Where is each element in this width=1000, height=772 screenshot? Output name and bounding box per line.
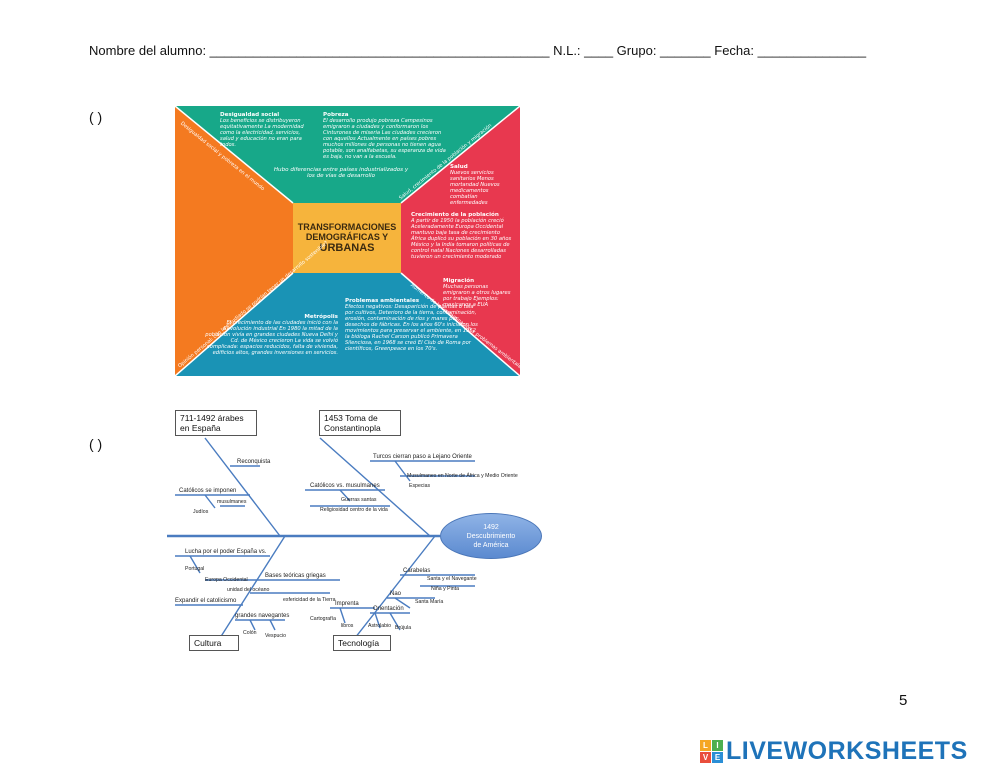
effect-head-ellipse: 1492 Descubrimiento de América	[440, 513, 542, 559]
pobreza-title: Pobreza	[323, 112, 349, 118]
label-turcos: Turcos cierran paso a Lejano Oriente	[373, 454, 472, 460]
migracion-title: Migración	[443, 278, 475, 284]
label-unidad-oceano: unidad del océano	[227, 587, 270, 593]
label-carabelas: Carabelas	[403, 568, 431, 574]
label-catolicos-vs: Católicos vs. musulmanes	[310, 483, 380, 489]
logo-tile-v: V	[700, 752, 711, 763]
logo-tile-l: L	[700, 740, 711, 751]
salud-body: Nuevos servicios sanitarios Menos mortan…	[450, 170, 500, 206]
fishbone-lines	[167, 437, 475, 639]
salud-block: Salud Nuevos servicios sanitarios Menos …	[450, 164, 512, 206]
effect-line-2: Descubrimiento	[466, 532, 516, 540]
ambientales-block: Problemas ambientales Efectos negativos:…	[345, 298, 480, 352]
salud-title: Salud	[450, 164, 468, 170]
label-vespucio: Vespucio	[265, 633, 287, 639]
cause-box-arabes: 711-1492 árabes en España	[175, 410, 257, 436]
label-santa-navegante: Santa y el Navegante	[427, 576, 477, 582]
cause-box-constantinopla: 1453 Toma de Constantinopla	[319, 410, 401, 436]
ambientales-title: Problemas ambientales	[345, 298, 420, 304]
label-grandes-navegantes: grandes navegantes	[235, 613, 290, 619]
label-cartografia: Cartografía	[310, 616, 336, 622]
migracion-body: Muchas personas emigraron a otros lugare…	[443, 284, 511, 308]
page-number: 5	[899, 692, 908, 709]
label-nina-pinta: Niña y Pinta	[431, 586, 459, 592]
desigualdad-body: Los beneficios se distribuyeron equitati…	[220, 118, 304, 148]
label-guerras-santas: Guerras santas	[341, 497, 377, 503]
label-catolicos-imponen: Católicos se imponen	[179, 488, 237, 494]
label-imprenta: Imprenta	[335, 601, 359, 607]
label-libros: libros	[341, 623, 354, 629]
label-orientacion: Orientación	[373, 606, 404, 612]
label-santa-maria: Santa María	[415, 599, 444, 605]
top-center-note: Hubo diferencias entre países industrial…	[273, 167, 409, 179]
label-nao: Nao	[390, 591, 402, 597]
metropolis-title: Metrópolis	[304, 314, 338, 320]
label-musulmanes: musulmanes	[217, 499, 247, 505]
label-astrolabio: Astrolabio	[368, 623, 392, 629]
cause-box-tecnologia: Tecnología	[333, 635, 391, 651]
center-line-1: TRANSFORMACIONES	[297, 222, 397, 232]
label-europa-occidental: Europa Occidental	[205, 577, 248, 583]
label-expandir-catolicismo: Expandir el catolicismo	[175, 598, 237, 604]
metropolis-block: Metrópolis El crecimiento de las ciudade…	[203, 314, 338, 356]
label-esfericidad: esfericidad de la Tierra	[283, 597, 336, 603]
cmap-top-region	[175, 106, 520, 203]
fishbone-diagram: 711-1492 árabes en España 1453 Toma de C…	[165, 408, 555, 658]
logo-wordmark: LIVEWORKSHEETS	[726, 737, 968, 765]
migracion-block: Migración Muchas personas emigraron a ot…	[443, 278, 515, 308]
label-brujula: Brújula	[395, 625, 412, 631]
center-line-2: DEMOGRÁFICAS Y	[305, 232, 389, 242]
crecimiento-block: Crecimiento de la población A partir de …	[411, 212, 515, 260]
label-musulmanes-norte: Musulmanes en Norte de África y Medio Or…	[407, 473, 518, 479]
concept-map-center: TRANSFORMACIONES DEMOGRÁFICAS Y URBANAS	[293, 203, 401, 273]
cmap-right-region	[401, 106, 520, 376]
label-reconquista: Reconquista	[237, 459, 271, 465]
liveworksheets-logo: L I V E LIVEWORKSHEETS	[700, 737, 968, 766]
answer-blank-2[interactable]: ( )	[89, 436, 103, 452]
cause-box-cultura: Cultura	[189, 635, 239, 651]
crecimiento-title: Crecimiento de la población	[411, 212, 499, 218]
crecimiento-body: A partir de 1950 la población creció Ace…	[411, 218, 512, 260]
desigualdad-title: Desigualdad social	[220, 112, 280, 118]
logo-tiles-icon: L I V E	[700, 740, 723, 763]
label-religiosidad: Religiosidad centro de la vida	[320, 507, 388, 513]
label-especias: Especias	[409, 483, 431, 489]
cmap-left-region	[175, 106, 293, 376]
pobreza-block: Pobreza El desarrollo produjo pobreza Ca…	[323, 112, 448, 160]
pobreza-body: El desarrollo produjo pobreza Campesinos…	[323, 118, 446, 160]
desigualdad-block: Desigualdad social Los beneficios se dis…	[220, 112, 305, 148]
concept-map-image: TRANSFORMACIONES DEMOGRÁFICAS Y URBANAS …	[175, 106, 520, 376]
concept-map-background	[175, 106, 520, 376]
student-info-header: Nombre del alumno: _____________________…	[89, 43, 867, 58]
ambientales-body: Efectos negativos: Desaparición de plant…	[345, 304, 478, 352]
label-lucha-poder: Lucha por el poder España vs.	[185, 549, 267, 555]
answer-blank-1[interactable]: ( )	[89, 109, 103, 125]
metropolis-body: El crecimiento de las ciudades inició co…	[205, 320, 338, 356]
label-bases-teoricas: Bases teóricas griegas	[265, 573, 326, 579]
cmap-bottom-region	[175, 273, 520, 376]
effect-line-3: de América	[473, 541, 509, 549]
label-portugal: Portugal	[185, 566, 205, 572]
effect-line-1: 1492	[483, 523, 499, 531]
center-line-3: URBANAS	[319, 242, 375, 254]
label-judios: Judíos	[193, 509, 209, 515]
logo-tile-e: E	[712, 752, 723, 763]
label-colon: Colón	[243, 630, 257, 636]
logo-tile-i: I	[712, 740, 723, 751]
